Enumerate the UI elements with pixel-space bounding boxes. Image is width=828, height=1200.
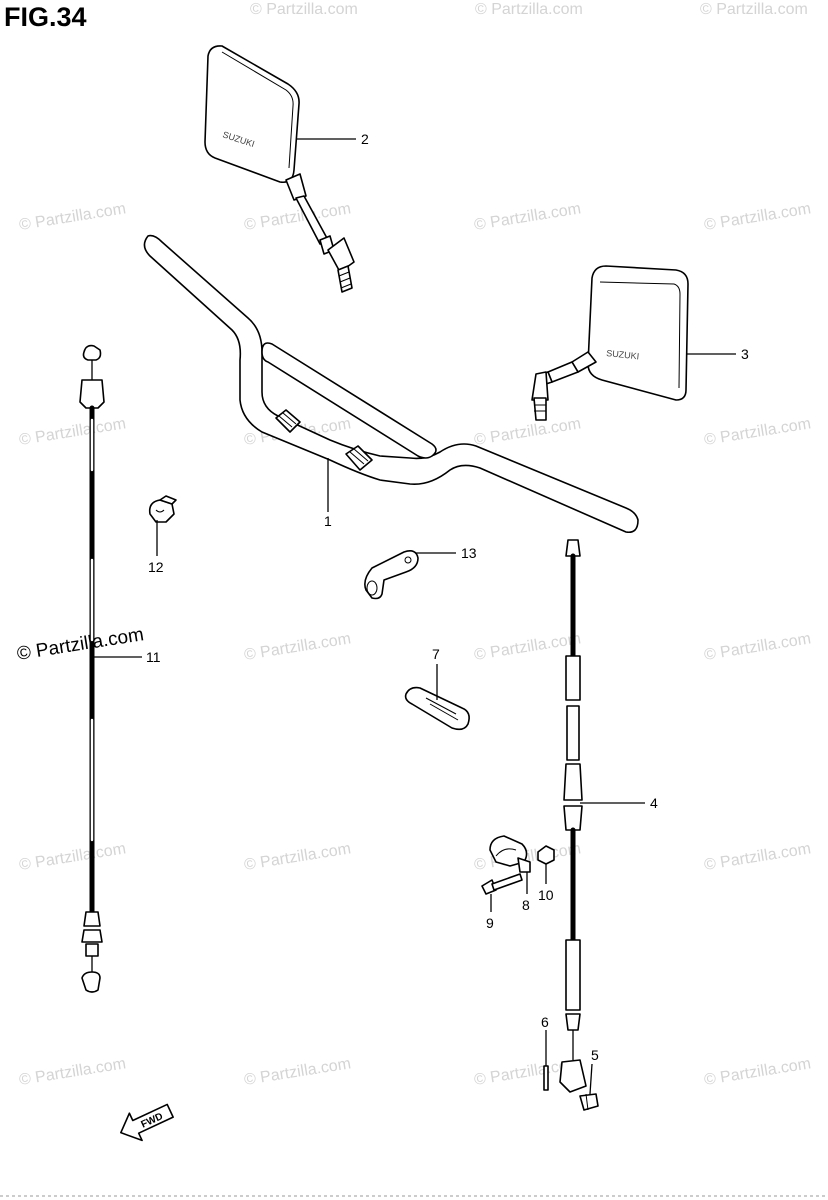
callout-label-11: 11 [146,649,161,665]
callout-label-6: 6 [541,1014,549,1030]
watermark: © Partzilla.com [18,1055,127,1089]
callout-label-8: 8 [522,897,530,913]
part-pin-6[interactable] [543,1065,549,1091]
part-bolt-9[interactable] [481,873,523,895]
watermark: © Partzilla.com [473,415,582,449]
part-bracket-13[interactable] [364,550,419,600]
watermark: © Partzilla.com [703,415,812,449]
watermark: © Partzilla.com [243,630,352,664]
fwd-arrow: FWD [120,1103,174,1142]
watermark: © Partzilla.com [250,1,358,18]
watermark: © Partzilla.com [475,1,583,18]
grip-knurl [345,445,373,471]
watermark: © Partzilla.com [703,840,812,874]
callout-label-4: 4 [650,795,658,811]
part-cable-left[interactable] [79,344,105,993]
watermark-layer: © Partzilla.com © Partzilla.com © Partzi… [15,1,812,1089]
part-handlebar[interactable] [143,234,639,534]
watermark: © Partzilla.com [18,415,127,449]
part-mirror-right[interactable]: SUZUKI [531,265,689,421]
callout-label-13: 13 [461,545,477,561]
watermark: © Partzilla.com [18,840,127,874]
grip-knurl [275,409,301,433]
callout-label-7: 7 [432,646,440,662]
callout-label-1: 1 [324,513,332,529]
callout-label-10: 10 [538,887,554,903]
callout-label-12: 12 [148,559,164,575]
watermark: © Partzilla.com [473,200,582,234]
part-clamp-8[interactable] [489,835,531,873]
watermark-primary: © Partzilla.com [15,624,145,665]
callout-leaders [94,138,736,1095]
part-mirror-left[interactable]: SUZUKI [204,45,355,293]
watermark: © Partzilla.com [243,840,352,874]
watermark: © Partzilla.com [703,200,812,234]
part-cable-right[interactable] [559,539,587,1093]
callout-label-9: 9 [486,915,494,931]
leader-line [589,1063,593,1095]
watermark: © Partzilla.com [703,1055,812,1089]
callout-label-2: 2 [361,131,369,147]
callout-label-5: 5 [591,1047,599,1063]
watermark: © Partzilla.com [700,1,808,18]
watermark: © Partzilla.com [703,630,812,664]
part-clamp-12[interactable] [148,495,177,523]
part-bolt-5[interactable] [579,1093,599,1111]
figure-title: FIG.34 [4,2,87,32]
callout-label-3: 3 [741,346,749,362]
watermark: © Partzilla.com [18,200,127,234]
mirror-brand-stamp: SUZUKI [606,348,640,361]
watermark: © Partzilla.com [243,200,352,234]
callout-labels: 2 3 1 4 11 12 13 7 8 9 10 6 5 [146,131,749,1063]
part-nut-10[interactable] [537,845,555,865]
watermark: © Partzilla.com [243,1055,352,1089]
part-plate-7[interactable] [404,686,470,731]
